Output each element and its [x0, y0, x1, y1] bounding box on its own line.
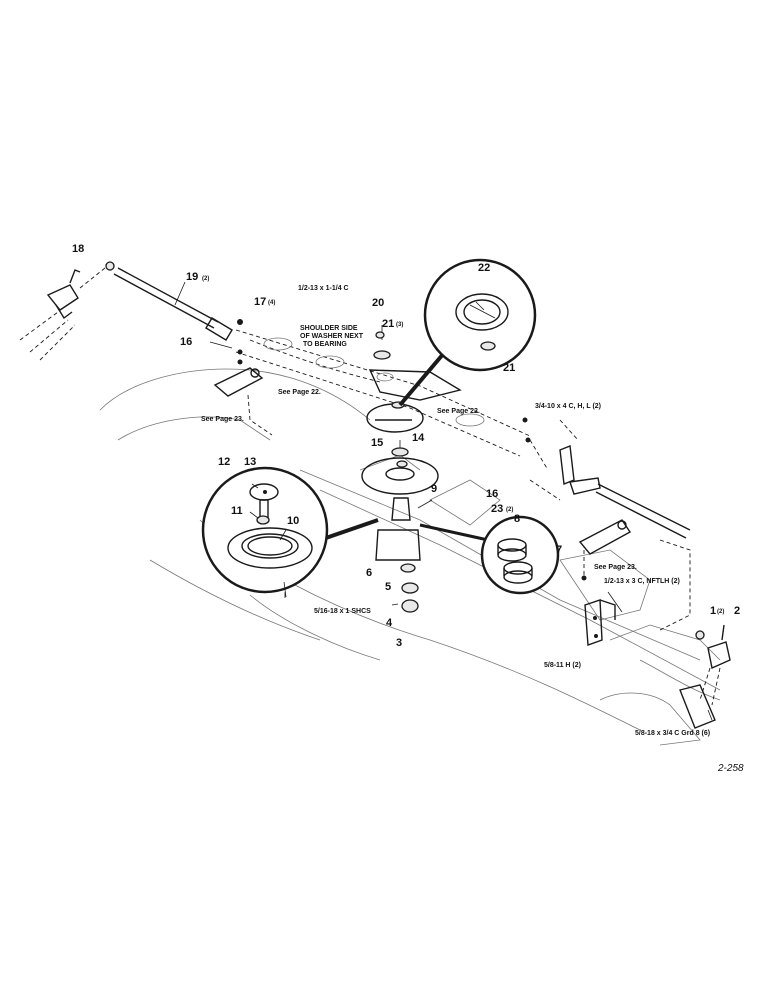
lower-bracket [283, 581, 716, 729]
note-shoulder-1: SHOULDER SIDE [300, 325, 358, 332]
callout-15: 15 [371, 437, 383, 449]
right-drive-assembly [522, 417, 731, 706]
callout-7: 7 [556, 544, 562, 556]
callout-6: 6 [366, 567, 372, 579]
callouts: 18 19 (2) 17 (4) 16 20 21 (3) 22 21 15 1… [72, 243, 740, 649]
callout-19-qty: (2) [202, 276, 209, 282]
callout-4: 4 [386, 617, 393, 629]
callout-14: 14 [412, 432, 425, 444]
note-see22-right: See Page 22. [437, 408, 480, 415]
gearbox-beam [235, 329, 531, 457]
callout-13: 13 [244, 456, 256, 468]
note-bolt-top: 1/2-13 x 1-1/4 C [298, 285, 349, 292]
note-bolt-bottom: 5/8-18 x 3/4 C Grd 8 (6) [635, 730, 710, 737]
note-shoulder-2: OF WASHER NEXT [300, 333, 364, 340]
callout-8: 8 [514, 513, 520, 525]
central-bearing-stack [361, 325, 439, 613]
callout-11: 11 [231, 505, 243, 517]
callout-1-qty: (2) [717, 609, 724, 615]
detail-pointers [319, 338, 489, 542]
callout-21-qty: (3) [396, 322, 403, 328]
left-crank-arm [209, 341, 273, 436]
callout-2: 2 [734, 605, 740, 617]
note-shcs: 5/16-18 x 1 SHCS [314, 608, 371, 615]
callout-1: 1 [710, 605, 716, 617]
mower-frame-outline [99, 368, 721, 746]
callout-22: 22 [478, 262, 490, 274]
callout-19: 19 [186, 271, 198, 283]
note-bolt-mid: 1/2-13 x 3 C, NFTLH (2) [604, 578, 680, 585]
callout-21-detail: 21 [503, 362, 515, 374]
note-see22-left: See Page 22. [278, 389, 321, 396]
detail-circle-top [423, 258, 537, 372]
notes: 1/2-13 x 1-1/4 C SHOULDER SIDE OF WASHER… [201, 285, 744, 774]
note-see23-right: See Page 23. [594, 564, 637, 571]
callout-20: 20 [372, 297, 384, 309]
callout-23: 23 [491, 503, 503, 515]
callout-17: 17 [254, 296, 266, 308]
callout-10: 10 [287, 515, 299, 527]
detail-circle-left [201, 466, 329, 598]
figure-id: 2-258 [717, 763, 744, 774]
drive-shaft-19 [113, 267, 243, 341]
callout-16-left: 16 [180, 336, 192, 348]
left-drive-assembly [19, 261, 115, 361]
callout-23-qty: (2) [506, 507, 513, 513]
callout-21-top: 21 [382, 318, 394, 330]
callout-12: 12 [218, 456, 230, 468]
note-nut: 5/8-11 H (2) [544, 662, 581, 669]
detail-circle-right [480, 515, 560, 595]
note-bolt-right: 3/4-10 x 4 C, H, L (2) [535, 403, 601, 410]
note-see23-left: See Page 23. [201, 416, 244, 423]
callout-16-right: 16 [486, 488, 498, 500]
callout-9: 9 [431, 483, 437, 495]
callout-3: 3 [396, 637, 402, 649]
callout-5: 5 [385, 581, 391, 593]
note-shoulder-3: TO BEARING [303, 341, 347, 348]
callout-17-qty: (4) [268, 300, 275, 306]
callout-18: 18 [72, 243, 84, 255]
